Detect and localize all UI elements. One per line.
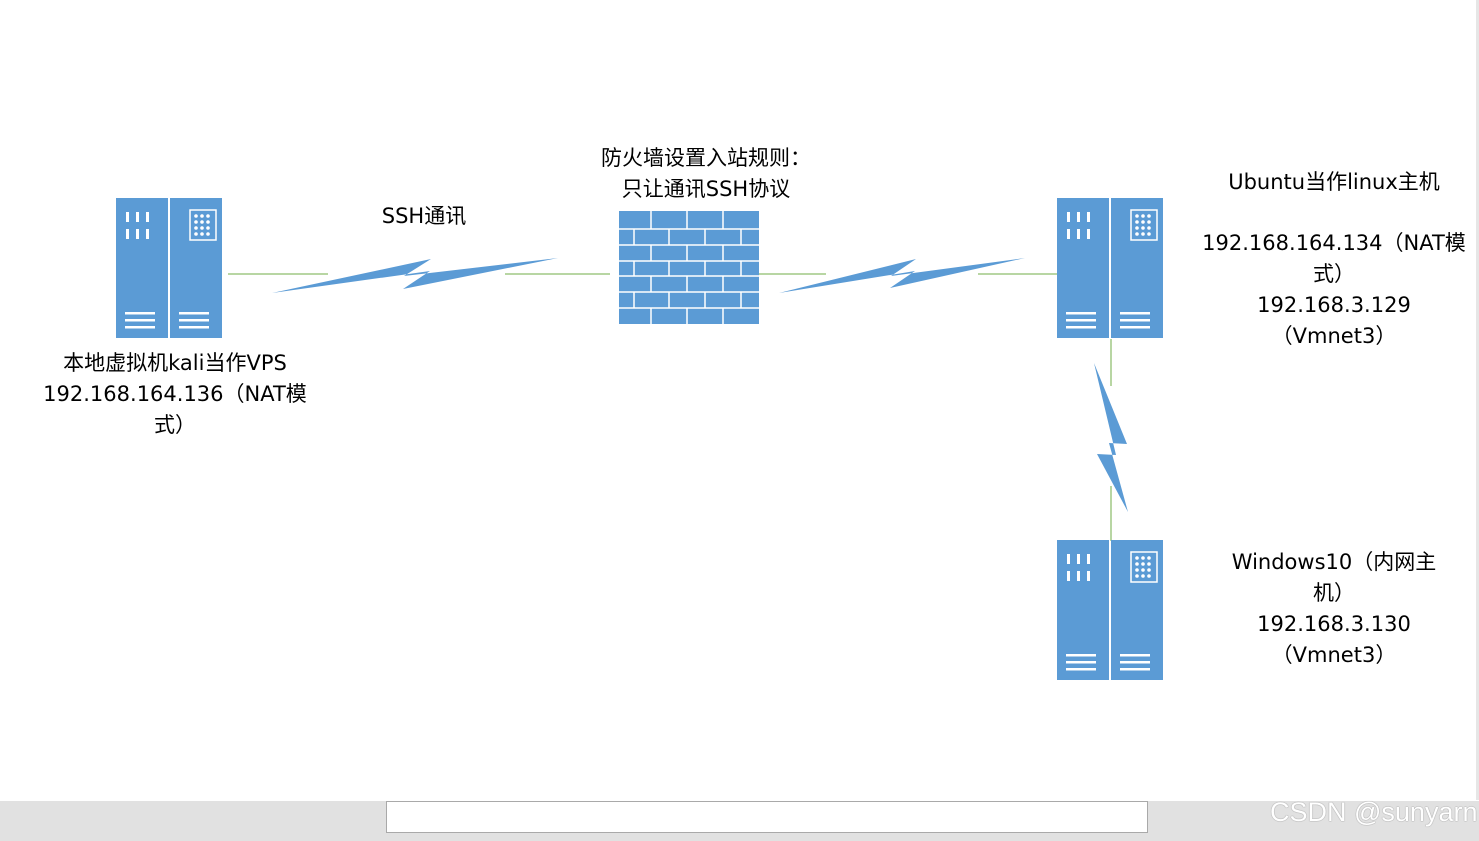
windows-label-line: （Vmnet3） [1271,643,1397,667]
windows-server-icon [1056,539,1164,681]
ssh-link-label: SSH通讯 [364,201,484,232]
lightning-bolt-right [779,258,1025,293]
firewall-label: 防火墙设置入站规则： 只让通讯SSH协议 [566,143,846,205]
bottom-text-field[interactable] [386,801,1148,833]
ubuntu-label-line: 式） [1313,262,1355,286]
windows-label-line: Windows10（内网主 [1231,550,1437,574]
diagram-graphics [115,197,1164,681]
ubuntu-label-addresses: 192.168.164.134（NAT模 式） 192.168.3.129 （V… [1184,228,1479,352]
windows-label-line: 机） [1313,581,1355,605]
kali-server-icon [115,197,223,339]
canvas-right-edge [1476,0,1479,800]
windows-label-line: 192.168.3.130 [1257,612,1411,636]
ubuntu-label-line: （Vmnet3） [1271,324,1397,348]
windows-label: Windows10（内网主 机） 192.168.3.130 （Vmnet3） [1204,547,1464,671]
kali-label-line: 本地虚拟机kali当作VPS [63,351,287,375]
firewall-label-line: 防火墙设置入站规则： [601,146,811,170]
firewall-label-line: 只让通讯SSH协议 [621,177,791,201]
ubuntu-server-icon [1056,197,1164,339]
kali-label-line: 192.168.164.136（NAT模 [43,382,307,406]
kali-label-line: 式） [154,413,196,437]
lightning-bolt-vertical [1094,363,1128,512]
ubuntu-label-line: Ubuntu当作linux主机 [1228,170,1440,194]
lightning-bolt-left [272,258,558,293]
ssh-link-label-text: SSH通讯 [381,204,467,228]
csdn-watermark: CSDN @sunyarn [1270,797,1478,827]
ubuntu-label-title: Ubuntu当作linux主机 [1194,167,1474,198]
firewall-icon [619,211,759,324]
kali-label: 本地虚拟机kali当作VPS 192.168.164.136（NAT模 式） [30,348,320,441]
ubuntu-label-line: 192.168.3.129 [1257,293,1411,317]
ubuntu-label-line: 192.168.164.134（NAT模 [1202,231,1466,255]
